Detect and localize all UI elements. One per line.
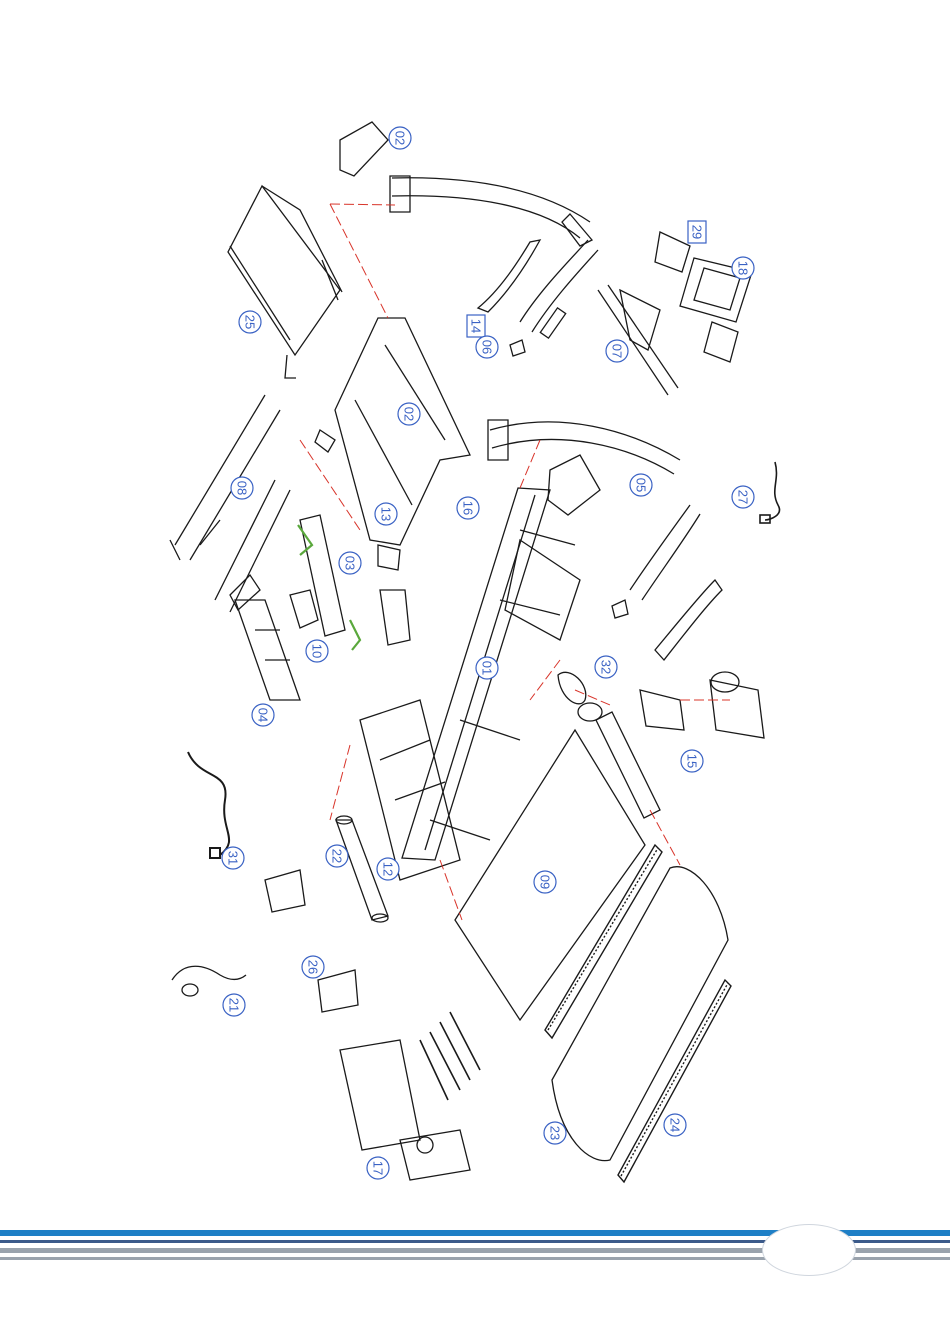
callout-number: 09	[538, 875, 553, 889]
callout-14: 14	[467, 315, 485, 337]
callout-16: 16	[457, 497, 479, 519]
callout-08: 08	[231, 477, 253, 499]
callout-22: 22	[326, 845, 348, 867]
incline-motor	[378, 545, 410, 645]
handlebar-right	[478, 240, 598, 356]
side-rail	[545, 845, 662, 1038]
callout-number: 02	[393, 131, 408, 145]
callout-25: 25	[239, 311, 261, 333]
callout-number: 24	[668, 1118, 683, 1132]
page-number-badge	[762, 1224, 856, 1276]
console-frame	[598, 232, 752, 395]
callout-29: 29	[688, 221, 706, 243]
callout-number: 04	[256, 708, 271, 722]
callout-number: 27	[736, 490, 751, 504]
callout-04: 04	[252, 704, 274, 726]
upright-left	[488, 420, 680, 515]
callout-05: 05	[630, 474, 652, 496]
callout-number: 29	[690, 225, 705, 239]
callout-number: 31	[226, 851, 241, 865]
wire-bundle	[420, 1012, 480, 1100]
callout-10: 10	[306, 640, 328, 662]
callout-32: 32	[595, 656, 617, 678]
side-rail-2	[618, 980, 731, 1182]
callout-24: 24	[664, 1114, 686, 1136]
incline-bracket	[235, 515, 345, 700]
callout-number: 21	[227, 998, 242, 1012]
safety-key-cord	[760, 462, 779, 523]
callout-26: 26	[302, 956, 324, 978]
callout-number: 23	[548, 1126, 563, 1140]
main-frame	[360, 488, 580, 880]
motor-cover-hood	[228, 186, 342, 378]
drive-belt	[558, 672, 586, 704]
callout-21: 21	[223, 994, 245, 1016]
callout-27: 27	[732, 486, 754, 508]
callout-number: 18	[736, 261, 751, 275]
callout-number: 10	[310, 644, 325, 658]
callout-18: 18	[732, 257, 754, 279]
callout-02: 02	[398, 403, 420, 425]
green-links	[298, 525, 360, 650]
incline-frame	[170, 395, 290, 612]
callout-02: 02	[389, 127, 411, 149]
handlebar-left	[612, 505, 722, 660]
callout-01: 01	[476, 657, 498, 679]
rear-end-caps	[265, 870, 358, 1012]
callout-number: 26	[306, 960, 321, 974]
callout-number: 13	[379, 507, 394, 521]
callout-number: 05	[634, 478, 649, 492]
callout-number: 16	[461, 501, 476, 515]
callout-12: 12	[377, 858, 399, 880]
running-belt	[552, 867, 728, 1161]
callout-17: 17	[367, 1157, 389, 1179]
callout-number: 32	[599, 660, 614, 674]
sensor-wire	[172, 966, 246, 996]
callout-number: 12	[381, 862, 396, 876]
callout-31: 31	[222, 847, 244, 869]
drive-motor	[640, 672, 764, 738]
upright-right	[340, 122, 592, 246]
callout-number: 03	[343, 556, 358, 570]
callout-13: 13	[375, 503, 397, 525]
callout-number: 06	[480, 340, 495, 354]
callout-number: 07	[610, 344, 625, 358]
callout-06: 06	[476, 336, 498, 358]
callout-number: 02	[402, 407, 417, 421]
power-cord	[188, 752, 229, 858]
callout-number: 01	[480, 661, 495, 675]
callout-03: 03	[339, 552, 361, 574]
callout-15: 15	[681, 750, 703, 772]
callout-number: 14	[469, 319, 484, 333]
callout-07: 07	[606, 340, 628, 362]
callout-number: 17	[371, 1161, 386, 1175]
callout-number: 08	[235, 481, 250, 495]
callout-23: 23	[544, 1122, 566, 1144]
front-roller	[578, 703, 660, 818]
callout-09: 09	[534, 871, 556, 893]
motor-controller	[340, 1040, 470, 1180]
callout-number: 25	[243, 315, 258, 329]
callout-number: 22	[330, 849, 345, 863]
callout-number: 15	[685, 754, 700, 768]
